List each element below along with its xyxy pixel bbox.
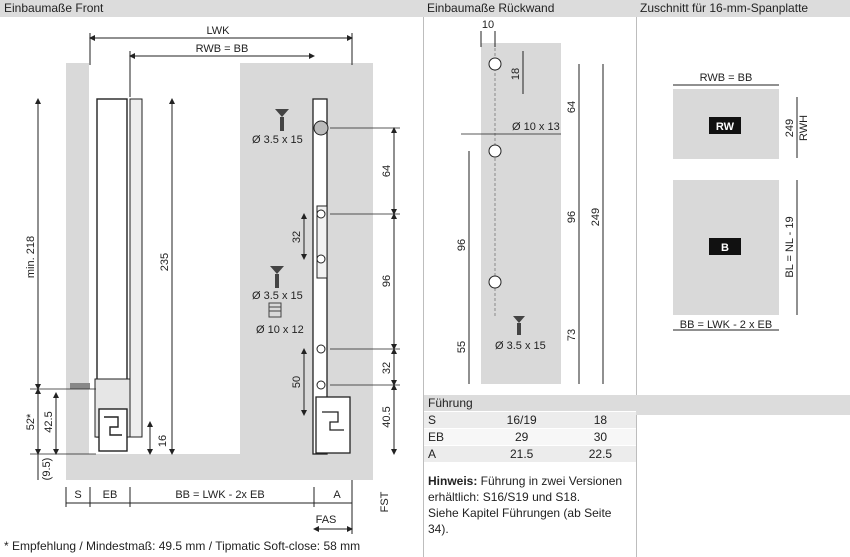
h95-label: (9.5) <box>41 458 53 481</box>
bb-label: BB = LWK - 2x EB <box>175 489 264 501</box>
cut-panel: Zuschnitt für 16-mm-Spanplatte RWB = BB … <box>636 0 850 557</box>
d10-label: 10 <box>482 19 494 31</box>
min218-label: min. 218 <box>25 236 37 278</box>
dowel-label: Ø 10 x 12 <box>256 324 304 336</box>
blnl-label: BL = NL - 19 <box>784 216 796 277</box>
h16-label: 16 <box>157 435 169 447</box>
table-row: A 21.5 22.5 <box>424 445 636 462</box>
rwbbb-label: RWB = BB <box>700 72 753 84</box>
back-screw-label: Ø 3.5 x 15 <box>495 340 546 352</box>
front-panel: Einbaumaße Front LWK RWB = BB min. 218 5… <box>0 0 424 557</box>
h42-label: 42.5 <box>43 411 55 432</box>
footnote: * Empfehlung / Mindestmaß: 49.5 mm / Tip… <box>4 539 361 553</box>
cut-drawing: RWB = BB RW 249 RWH B BL = NL - 19 BB = … <box>673 72 810 331</box>
a-label: A <box>333 489 341 501</box>
cut-header: Zuschnitt für 16-mm-Spanplatte <box>636 0 850 17</box>
eb-label: EB <box>103 489 118 501</box>
rwb-label: RWB = BB <box>196 43 249 55</box>
rwh-label: RWH <box>798 115 810 141</box>
lwk-label: LWK <box>206 25 230 37</box>
d96b-label: 96 <box>566 211 578 223</box>
table-row: S 16/19 18 <box>424 411 636 429</box>
screw1-label: Ø 3.5 x 15 <box>252 134 303 146</box>
left-side-panel <box>66 63 89 480</box>
d64-label: 64 <box>381 165 393 177</box>
back-header: Einbaumaße Rückwand <box>423 0 636 17</box>
screw2-label: Ø 3.5 x 15 <box>252 290 303 302</box>
note-text: Führung in zwei Versionen erhältlich: S1… <box>428 474 623 504</box>
h249-label: 249 <box>784 119 796 137</box>
h52-label: 52* <box>25 413 37 430</box>
d32b-label: 32 <box>381 362 393 374</box>
d50-label: 50 <box>291 376 303 388</box>
d96-label: 96 <box>381 275 393 287</box>
bbeb-label: BB = LWK - 2 x EB <box>680 319 772 331</box>
fas-label: FAS <box>316 514 337 526</box>
d405-label: 40.5 <box>381 406 393 427</box>
note-line2: Siehe Kapitel Führungen (ab Seite 34). <box>428 506 612 536</box>
d96a-label: 96 <box>456 239 468 251</box>
h235-label: 235 <box>159 253 171 271</box>
b-label: B <box>721 242 729 254</box>
bottom-panel <box>66 454 373 480</box>
fuehrung-table: Führung S 16/19 18 EB 29 30 A 21.5 22.5 <box>424 395 636 462</box>
d73-label: 73 <box>566 329 578 341</box>
back-panel: Einbaumaße Rückwand 10 18 64 Ø 10 x 13 9… <box>423 0 637 557</box>
fuehrung-title: Führung <box>424 395 636 412</box>
d55-label: 55 <box>456 341 468 353</box>
front-header: Einbaumaße Front <box>0 0 423 17</box>
note-bold: Hinweis: <box>428 474 478 488</box>
s-label: S <box>74 489 81 501</box>
d249-label: 249 <box>590 208 602 226</box>
back-drawing: 10 18 64 Ø 10 x 13 96 96 249 55 73 Ø 3.5… <box>456 19 604 384</box>
note: Hinweis: Führung in zwei Versionen erhäl… <box>428 473 633 537</box>
back-d64-label: 64 <box>566 101 578 113</box>
rw-label: RW <box>716 121 735 133</box>
hole-label: Ø 10 x 13 <box>512 121 560 133</box>
right-side-panel <box>240 63 373 480</box>
fst-label: FST <box>379 491 391 512</box>
front-drawing: LWK RWB = BB min. 218 52* 42.5 (9.5) 235… <box>25 25 400 534</box>
d32a-label: 32 <box>291 231 303 243</box>
table-row: EB 29 30 <box>424 428 636 446</box>
d18-label: 18 <box>510 68 522 80</box>
table-header-fill <box>636 395 850 415</box>
